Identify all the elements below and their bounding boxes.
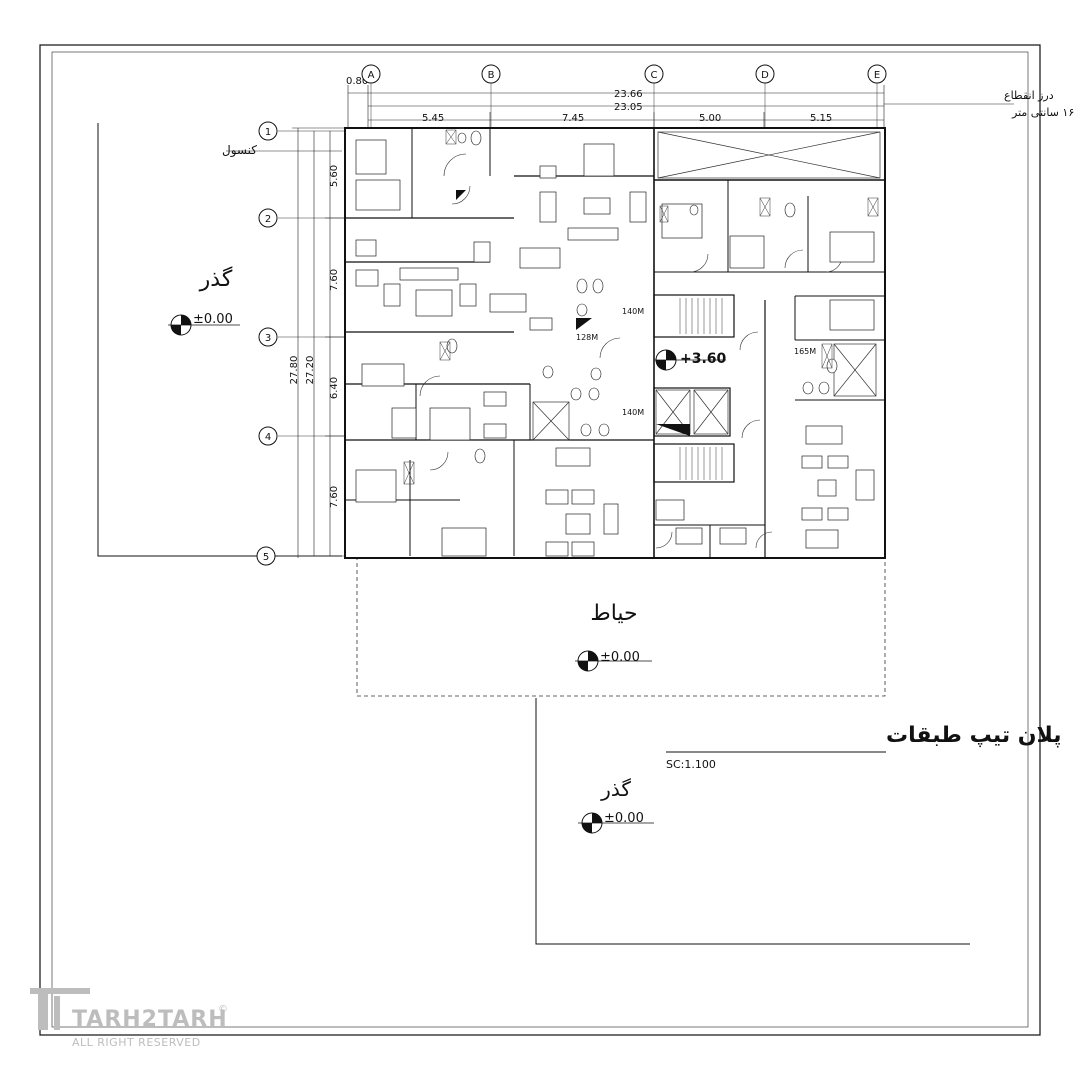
duct-shafts	[403, 129, 879, 485]
grid-bubble-row-3: 3	[258, 327, 278, 347]
grid-label-C: C	[651, 70, 658, 81]
dim-left-span-1: 5.60	[329, 165, 340, 187]
grid-bubble-row-4: 4	[258, 426, 278, 446]
street-label-bottom: گذر	[600, 777, 631, 801]
grid-label-B: B	[488, 70, 495, 81]
sheet-frame-outer	[39, 44, 1041, 1036]
watermark-copyright: ©	[218, 1004, 228, 1015]
grid-label-E: E	[874, 70, 880, 81]
level-street-left: ±0.00	[193, 312, 233, 327]
grid-bubble-col-B: B	[481, 64, 501, 84]
street-label-left: گذر	[199, 266, 233, 292]
area-label-4: 165M	[794, 347, 816, 356]
level-yard: ±0.00	[600, 650, 640, 665]
grid-label-4: 4	[265, 432, 271, 443]
level-floor: +3.60	[680, 351, 727, 367]
area-label-2: 128M	[576, 333, 598, 342]
grid-label-5: 5	[263, 552, 269, 563]
grid-bubble-col-D: D	[755, 64, 775, 84]
dim-top-offset: 0.80	[346, 76, 368, 87]
dim-top-span-3: 5.00	[699, 113, 721, 124]
grid-bubble-col-A: A	[361, 64, 381, 84]
area-label-3: 140M	[622, 408, 644, 417]
dim-top-total-outer: 23.66	[614, 89, 643, 100]
level-marker-floor: +3.60	[654, 349, 727, 371]
dim-top-total-inner: 23.05	[614, 102, 643, 113]
stair-treads	[679, 298, 723, 480]
dim-left-total-inner: 27.20	[305, 356, 316, 385]
level-marker-street-bottom: ±0.00	[578, 811, 654, 834]
watermark-logo: TARH2TARH © ALL RIGHT RESERVED	[30, 988, 228, 1049]
grid-bubble-col-C: C	[644, 64, 664, 84]
dim-left-total-outer: 27.80	[289, 356, 300, 385]
dim-top-span-1: 5.45	[422, 113, 444, 124]
grid-bubble-row-5: 5	[256, 546, 276, 566]
grid-bubble-col-E: E	[867, 64, 887, 84]
dark-infills	[456, 190, 690, 436]
dim-left-span-2: 7.60	[329, 269, 340, 291]
level-marker-yard: ±0.00	[575, 650, 652, 672]
level-marker-street-left: ±0.00	[168, 312, 240, 336]
sheet-frame-inner	[51, 51, 1029, 1028]
level-street-bottom: ±0.00	[604, 811, 644, 826]
expansion-joint-note-2: ۱۶ سانتی متر	[1011, 106, 1074, 119]
grid-label-D: D	[761, 70, 769, 81]
dim-top-span-2: 7.45	[562, 113, 584, 124]
light-well-void	[657, 131, 881, 179]
watermark-tagline: ALL RIGHT RESERVED	[72, 1036, 201, 1049]
area-label-1: 140M	[622, 307, 644, 316]
plan-title: پلان تیپ طبقات	[886, 723, 1062, 748]
building-walls	[344, 127, 886, 559]
watermark-brand: TARH2TARH	[72, 1007, 228, 1032]
grid-bubble-row-1: 1	[258, 121, 278, 141]
top-dimensions	[347, 85, 1014, 128]
street-boundary-left	[97, 123, 342, 557]
dim-top-span-4: 5.15	[810, 113, 832, 124]
console-label: کنسول	[222, 143, 257, 158]
column-grid-lines	[370, 82, 878, 128]
yard-label: حیاط	[590, 601, 637, 626]
yard-area	[356, 557, 886, 697]
grid-label-2: 2	[265, 214, 271, 225]
dim-left-span-3: 6.40	[329, 377, 340, 399]
grid-label-3: 3	[265, 333, 271, 344]
grid-label-1: 1	[265, 127, 271, 138]
furniture-beds	[355, 139, 875, 557]
furniture-tables	[355, 165, 875, 557]
sanitary-fixtures	[446, 130, 838, 464]
dim-left-span-4: 7.60	[329, 486, 340, 508]
plan-scale: SC:1.100	[666, 758, 716, 771]
door-swings	[419, 153, 843, 549]
grid-bubble-row-2: 2	[258, 208, 278, 228]
grid-label-A: A	[368, 70, 375, 81]
left-dimensions	[292, 127, 345, 558]
street-boundary-bottom	[535, 698, 970, 945]
expansion-joint-note-1: درز انقطاع	[1004, 89, 1054, 102]
